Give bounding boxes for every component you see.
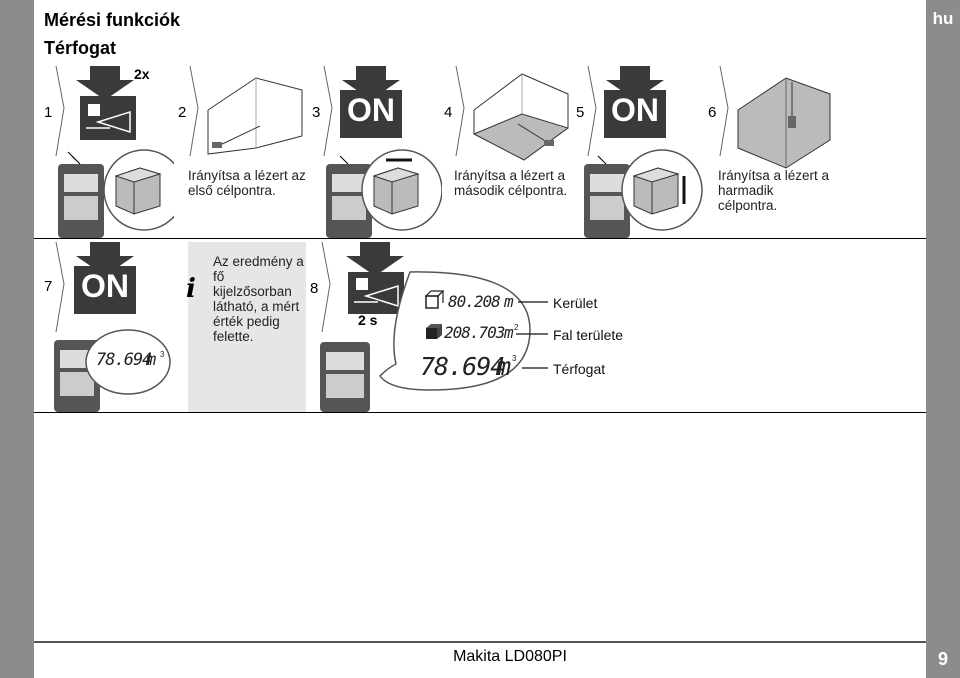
on-button-icon <box>604 90 666 138</box>
result-perimeter-value: 80.208 <box>448 292 501 311</box>
room-cube-icon <box>103 149 174 231</box>
device-icon <box>584 155 630 238</box>
step-3-number: 3 <box>312 104 321 121</box>
step-5-on-label: ON <box>611 92 659 128</box>
on-button-icon <box>340 90 402 138</box>
step-7-display-exp: 3 <box>160 350 165 359</box>
step-8-illustration <box>320 241 548 412</box>
step-8-number: 8 <box>310 280 319 297</box>
result-volume-value: 78.694 <box>420 352 505 381</box>
on-button-icon <box>74 266 136 314</box>
step-4-number: 4 <box>444 104 453 121</box>
step-4-caption: Irányítsa a lézert a második célpontra. <box>454 168 568 198</box>
step-7-display-unit: m <box>146 350 156 370</box>
device-icon <box>326 155 372 238</box>
volume-function-icon <box>80 96 136 140</box>
room-cube-icon <box>621 149 703 231</box>
right-margin-bar <box>926 0 960 678</box>
result-volume-label: Térfogat <box>553 361 606 377</box>
room-floor-icon <box>472 73 570 161</box>
device-icon <box>58 151 104 238</box>
result-volume-unit: m <box>496 352 511 381</box>
volume-function-icon <box>348 272 404 314</box>
step-1-number: 1 <box>44 104 53 121</box>
step-3-on-label: ON <box>347 92 395 128</box>
step-2-illustration <box>189 65 303 157</box>
row-divider-2 <box>34 412 926 413</box>
room-wall-icon <box>737 77 831 169</box>
step-4-illustration <box>455 65 570 161</box>
step-6-caption: Irányítsa a lézert a harmadik célpontra. <box>718 168 830 213</box>
device-icon <box>320 342 370 412</box>
display-bubble <box>85 329 171 395</box>
press-arrow-icon <box>76 66 134 100</box>
result-perimeter-unit: m <box>504 292 514 311</box>
page-number: 9 <box>937 648 948 669</box>
step-7-display-value: 78.694 <box>96 350 152 370</box>
result-wall-area-exp: 2 <box>514 323 519 332</box>
step-2-caption: Irányítsa a lézert az első célpontra. <box>188 168 306 198</box>
press-count: 2x <box>134 66 150 82</box>
result-volume-exp: 3 <box>512 354 517 363</box>
result-wall-area-label: Fal területe <box>553 327 624 343</box>
press-arrow-icon <box>346 242 404 276</box>
step-1-illustration <box>55 65 174 238</box>
room-wall-icon <box>207 77 303 155</box>
step-2-number: 2 <box>178 104 187 121</box>
language-tab: hu <box>926 0 960 38</box>
display-bubble <box>379 271 531 391</box>
hold-time-label: 2 s <box>358 312 378 328</box>
step-7-illustration <box>54 241 171 412</box>
step-7-on-label: ON <box>81 268 129 304</box>
room-cube-icon <box>361 149 442 231</box>
note-box <box>188 242 306 412</box>
info-icon: i <box>186 274 196 304</box>
result-wall-area-value: 208.703 <box>444 323 505 342</box>
wall-area-icon <box>426 324 442 339</box>
left-margin-bar <box>0 0 34 678</box>
step-6-illustration <box>719 65 831 169</box>
perimeter-icon <box>424 290 445 309</box>
row-divider-1 <box>34 238 926 239</box>
step-5-illustration <box>584 65 703 238</box>
section-subtitle: Térfogat <box>44 38 116 58</box>
step-5-number: 5 <box>576 104 585 121</box>
note-text: Az eredmény a fő kijelzősorban látható, … <box>213 254 304 344</box>
footer-model: Makita LD080PI <box>453 648 567 665</box>
step-6-number: 6 <box>708 104 717 121</box>
step-7-number: 7 <box>44 278 53 295</box>
footer-rule <box>34 641 926 643</box>
result-wall-area-unit: m <box>504 323 514 342</box>
step-3-illustration <box>323 65 442 238</box>
section-title: Mérési funkciók <box>44 10 181 30</box>
result-perimeter-label: Kerület <box>553 295 598 311</box>
